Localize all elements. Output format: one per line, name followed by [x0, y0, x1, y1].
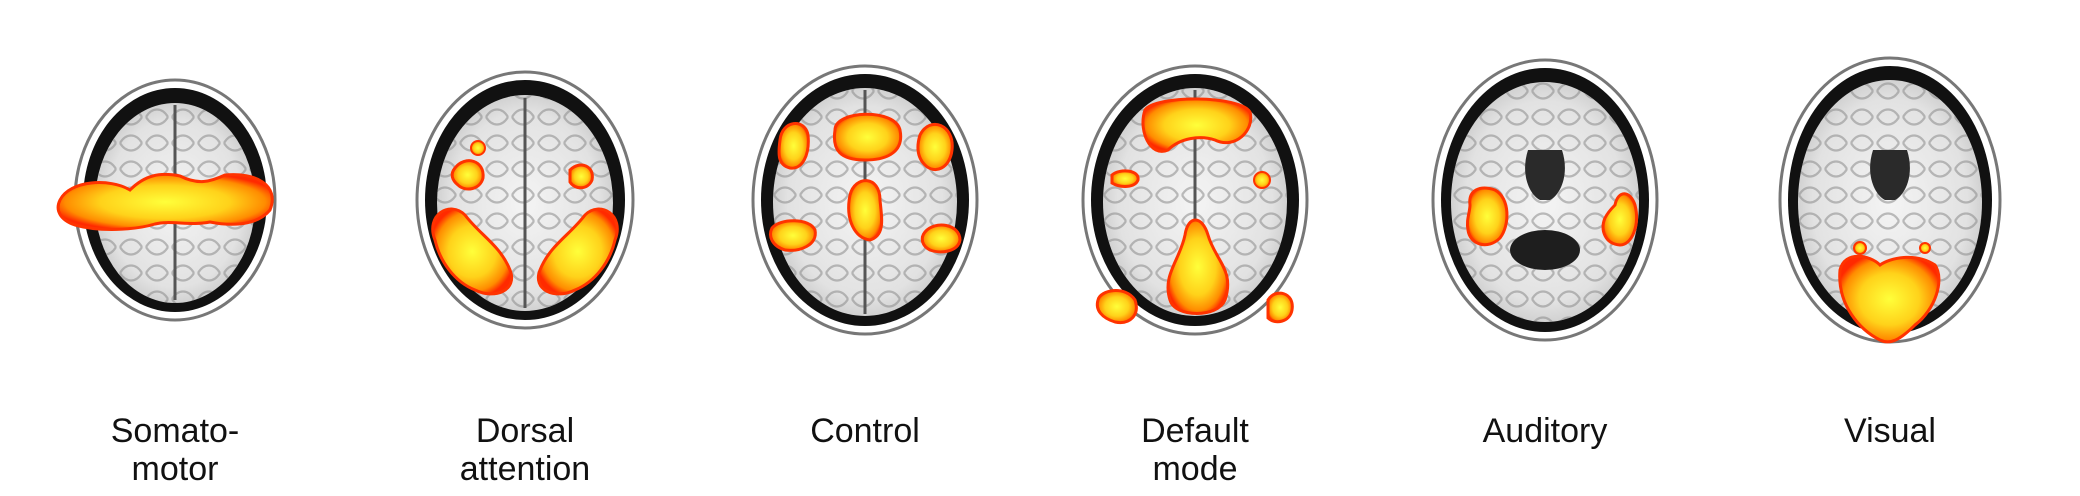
activation-blob — [568, 163, 594, 190]
panel-somatomotor: Somato- motor — [40, 0, 310, 496]
panel-dorsal-attention: Dorsal attention — [380, 0, 670, 496]
activation-blob — [1141, 97, 1253, 153]
label-line: Somato- — [110, 412, 240, 450]
brain-scan-auditory — [1431, 58, 1659, 342]
label-line: Auditory — [1482, 412, 1608, 450]
panel-visual: Visual — [1745, 0, 2035, 496]
activation-blob — [847, 179, 884, 242]
panel-label-control: Control — [720, 412, 1010, 450]
brain-scan-visual — [1778, 56, 2002, 344]
panel-label-dorsal-attention: Dorsal attention — [380, 412, 670, 488]
activation-blob — [1838, 254, 1941, 344]
activation-blob — [920, 223, 962, 254]
activation-blob — [777, 122, 810, 170]
activation-blob — [1853, 241, 1867, 255]
activation-blob — [536, 207, 619, 296]
activation-blob — [1919, 242, 1931, 254]
panel-control: Control — [720, 0, 1010, 496]
activation-blob — [1465, 186, 1509, 247]
panel-default-mode: Default mode — [1050, 0, 1340, 496]
activation-blob — [431, 207, 514, 296]
label-line: attention — [459, 450, 591, 488]
activation-blob — [470, 140, 486, 156]
activation-blob — [1601, 192, 1638, 247]
activation-blob — [450, 159, 485, 191]
activation-blob — [1166, 218, 1230, 315]
activation-blob — [1095, 289, 1138, 325]
panel-label-visual: Visual — [1745, 412, 2035, 450]
activation-blob — [1110, 169, 1140, 188]
panel-auditory: Auditory — [1400, 0, 1690, 496]
activation-blob — [832, 112, 903, 162]
activation-blob — [1266, 291, 1294, 324]
brain-scan-default-mode — [1081, 64, 1309, 336]
brain-scan-somatomotor — [56, 78, 277, 322]
panel-label-somatomotor: Somato- motor — [40, 412, 310, 488]
label-line: Visual — [1844, 412, 1936, 450]
activation-blob — [1253, 171, 1271, 189]
panel-label-default-mode: Default mode — [1050, 412, 1340, 488]
label-line: Default — [1141, 412, 1249, 450]
activation-blob — [769, 219, 817, 252]
label-line: mode — [1152, 450, 1238, 488]
label-line: Control — [810, 412, 920, 450]
activation-blob — [56, 172, 274, 231]
panel-label-auditory: Auditory — [1400, 412, 1690, 450]
label-line: motor — [131, 450, 219, 488]
activation-blob — [916, 122, 954, 171]
label-line: Dorsal — [475, 412, 575, 450]
brain-scan-dorsal-attention — [415, 70, 635, 330]
brain-scan-control — [751, 64, 979, 336]
